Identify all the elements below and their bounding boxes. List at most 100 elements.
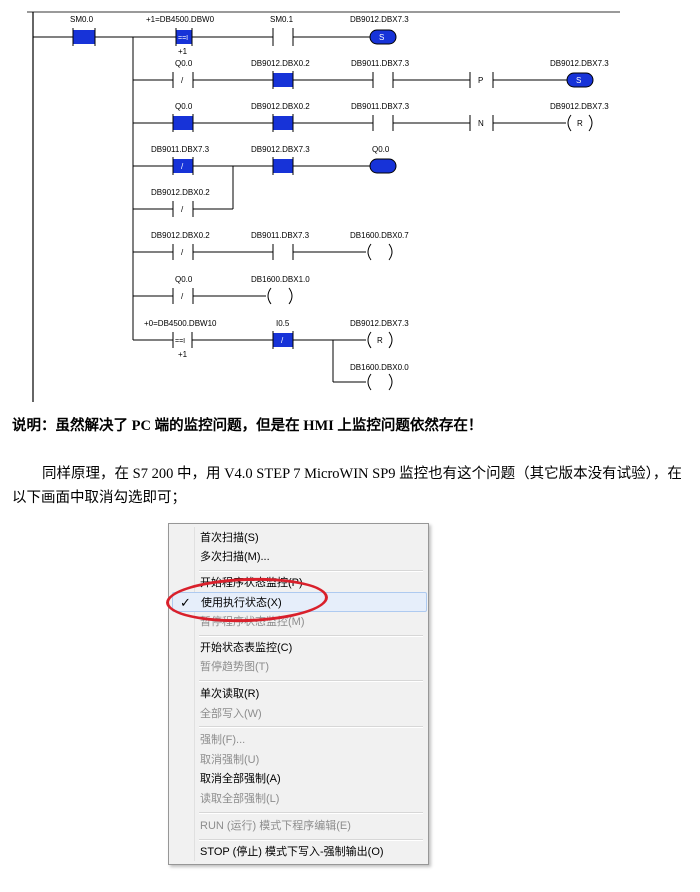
rung2-contact2-label: DB9012.DBX0.2	[251, 59, 310, 68]
rung1-coil-sym: S	[379, 33, 384, 42]
rung5-coil-label: DB1600.DBX0.7	[350, 231, 409, 240]
rung3-contact2-label: DB9012.DBX0.2	[251, 102, 310, 111]
rung4-contact1[interactable]: /	[172, 157, 194, 175]
menu-item-multi-scan[interactable]: 多次扫描(M)...	[172, 547, 427, 567]
menu-item-label: 单次读取(R)	[200, 688, 260, 700]
rung3-contact3[interactable]	[372, 115, 394, 131]
rung3-coil[interactable]: R	[567, 114, 593, 132]
menu-item-label: 暂停趋势图(T)	[200, 661, 270, 673]
rung2-coil[interactable]: S	[566, 72, 594, 88]
rung2-edge-p[interactable]: P	[469, 72, 494, 88]
rung6-contact1-label: Q0.0	[175, 275, 193, 284]
menu-item-run-mode-edit[interactable]: RUN (运行) 模式下程序编辑(E)	[172, 816, 427, 836]
check-icon: ✓	[180, 595, 191, 610]
menu-item-label: 多次扫描(M)...	[200, 551, 270, 563]
menu-item-write-all[interactable]: 全部写入(W)	[172, 704, 427, 724]
rung3-edge-sym: N	[478, 119, 484, 128]
menu-item-label: STOP (停止) 模式下写入-强制输出(O)	[200, 846, 384, 858]
rung1-contact2-label: SM0.1	[270, 15, 294, 24]
rung2-contact3[interactable]	[372, 72, 394, 88]
rung5-contact1-label: DB9012.DBX0.2	[151, 231, 210, 240]
menu-item-unforce[interactable]: 取消强制(U)	[172, 750, 427, 770]
menu-item-start-program-status[interactable]: 开始程序状态监控(P)	[172, 573, 427, 593]
rung7-contact1-label: I0.5	[276, 319, 290, 328]
menu-item-label: 开始状态表监控(C)	[200, 642, 293, 654]
menu-item-read-all-forced[interactable]: 读取全部强制(L)	[172, 789, 427, 809]
menu-item-force[interactable]: 强制(F)...	[172, 730, 427, 750]
rung5-contact1[interactable]: /	[172, 244, 194, 260]
rung6-coil[interactable]	[267, 287, 293, 305]
rung5-contact2[interactable]	[272, 244, 294, 260]
rung7-coil2-label: DB1600.DBX0.0	[350, 363, 409, 372]
context-menu: 首次扫描(S) 多次扫描(M)... 开始程序状态监控(P) ✓ 使用执行状态(…	[168, 523, 429, 865]
menu-icon-gutter	[194, 527, 195, 861]
rung3-edge-n[interactable]: N	[469, 115, 494, 131]
rung1-compare-in2: +1	[178, 47, 188, 56]
rung4-contact2-label: DB9012.DBX7.3	[251, 145, 310, 154]
rung7-compare-block[interactable]: ==I	[172, 332, 193, 348]
rung5-coil[interactable]	[367, 243, 393, 261]
rung7-contact1[interactable]: /	[272, 331, 294, 349]
rung3-coil-sym: R	[577, 119, 583, 128]
menu-item-single-read[interactable]: 单次读取(R)	[172, 684, 427, 704]
rung2-contact1-label: Q0.0	[175, 59, 193, 68]
menu-separator	[199, 839, 423, 841]
wiring	[33, 36, 567, 383]
rung7-coil1[interactable]: R	[367, 331, 393, 349]
menu-item-label: 暂停程序状态监控(M)	[200, 616, 305, 628]
rung7-compare-label: +0=DB4500.DBW10	[144, 319, 217, 328]
rung7-coil2[interactable]	[367, 373, 393, 391]
body-paragraph: 同样原理，在 S7 200 中，用 V4.0 STEP 7 MicroWIN S…	[12, 466, 682, 506]
rung6-contact1-neg: /	[181, 292, 184, 301]
menu-separator	[199, 812, 423, 814]
rung2-edge-sym: P	[478, 76, 483, 85]
rung6-contact1[interactable]: /	[172, 288, 194, 304]
rung2-contact2[interactable]	[272, 71, 294, 89]
rung7-coil1-sym: R	[377, 336, 383, 345]
rung1-coil[interactable]: S	[369, 29, 397, 45]
note-text: 说明：虽然解决了 PC 端的监控问题，但是在 HMI 上监控问题依然存在！	[12, 418, 483, 434]
rung6-coil-label: DB1600.DBX1.0	[251, 275, 310, 284]
menu-item-label: 首次扫描(S)	[200, 532, 259, 544]
menu-item-label: RUN (运行) 模式下程序编辑(E)	[200, 820, 351, 832]
rung4-contact2[interactable]	[272, 157, 294, 175]
rung2-contact3-label: DB9011.DBX7.3	[351, 59, 410, 68]
rung3-contact1[interactable]	[172, 114, 194, 132]
rung3-contact1-label: Q0.0	[175, 102, 193, 111]
menu-separator	[199, 726, 423, 728]
menu-item-label: 强制(F)...	[200, 734, 246, 746]
menu-item-pause-program-status[interactable]: 暂停程序状态监控(M)	[172, 612, 427, 632]
ladder-diagram: SM0.0 +1=DB4500.DBW0 ==I +1 SM0.1 DB9012…	[27, 11, 620, 402]
menu-item-label: 开始程序状态监控(P)	[200, 577, 303, 589]
rung4-contact1-label: DB9011.DBX7.3	[151, 145, 210, 154]
rung4-coil[interactable]	[369, 158, 397, 174]
rung4-coil-label: Q0.0	[372, 145, 390, 154]
rung7-compare-in2: +1	[178, 350, 188, 359]
rung2-coil-sym: S	[576, 76, 581, 85]
menu-item-unforce-all[interactable]: 取消全部强制(A)	[172, 769, 427, 789]
menu-item-use-execution-status[interactable]: ✓ 使用执行状态(X)	[172, 592, 427, 612]
rung1-contact2[interactable]	[272, 28, 294, 46]
rung5-contact2-label: DB9011.DBX7.3	[251, 231, 310, 240]
rung1-contact1[interactable]	[72, 28, 96, 46]
menu-item-label: 取消全部强制(A)	[200, 773, 281, 785]
menu-item-label: 取消强制(U)	[200, 754, 260, 766]
rung1-compare-op: ==I	[178, 35, 188, 42]
menu-item-start-status-chart[interactable]: 开始状态表监控(C)	[172, 638, 427, 658]
rung3-contact2[interactable]	[272, 114, 294, 132]
rung2-contact1[interactable]: /	[172, 72, 194, 88]
rung7-compare-op: ==I	[175, 338, 185, 345]
menu-item-label: 全部写入(W)	[200, 708, 262, 720]
rung5-contact1-neg: /	[181, 248, 184, 257]
menu-item-stop-mode-write[interactable]: STOP (停止) 模式下写入-强制输出(O)	[172, 842, 427, 862]
menu-item-label: 使用执行状态(X)	[201, 597, 282, 609]
rung7-contact1-neg: /	[281, 336, 284, 345]
menu-item-pause-trend[interactable]: 暂停趋势图(T)	[172, 657, 427, 677]
rung3-contact3-label: DB9011.DBX7.3	[351, 102, 410, 111]
menu-item-label: 读取全部强制(L)	[200, 793, 280, 805]
rung4-branch-contact[interactable]: /	[172, 201, 194, 217]
rung1-compare-block[interactable]: ==I	[175, 28, 193, 46]
menu-separator	[199, 680, 423, 682]
rung4-branch-neg: /	[181, 205, 184, 214]
menu-item-first-scan[interactable]: 首次扫描(S)	[172, 528, 427, 548]
